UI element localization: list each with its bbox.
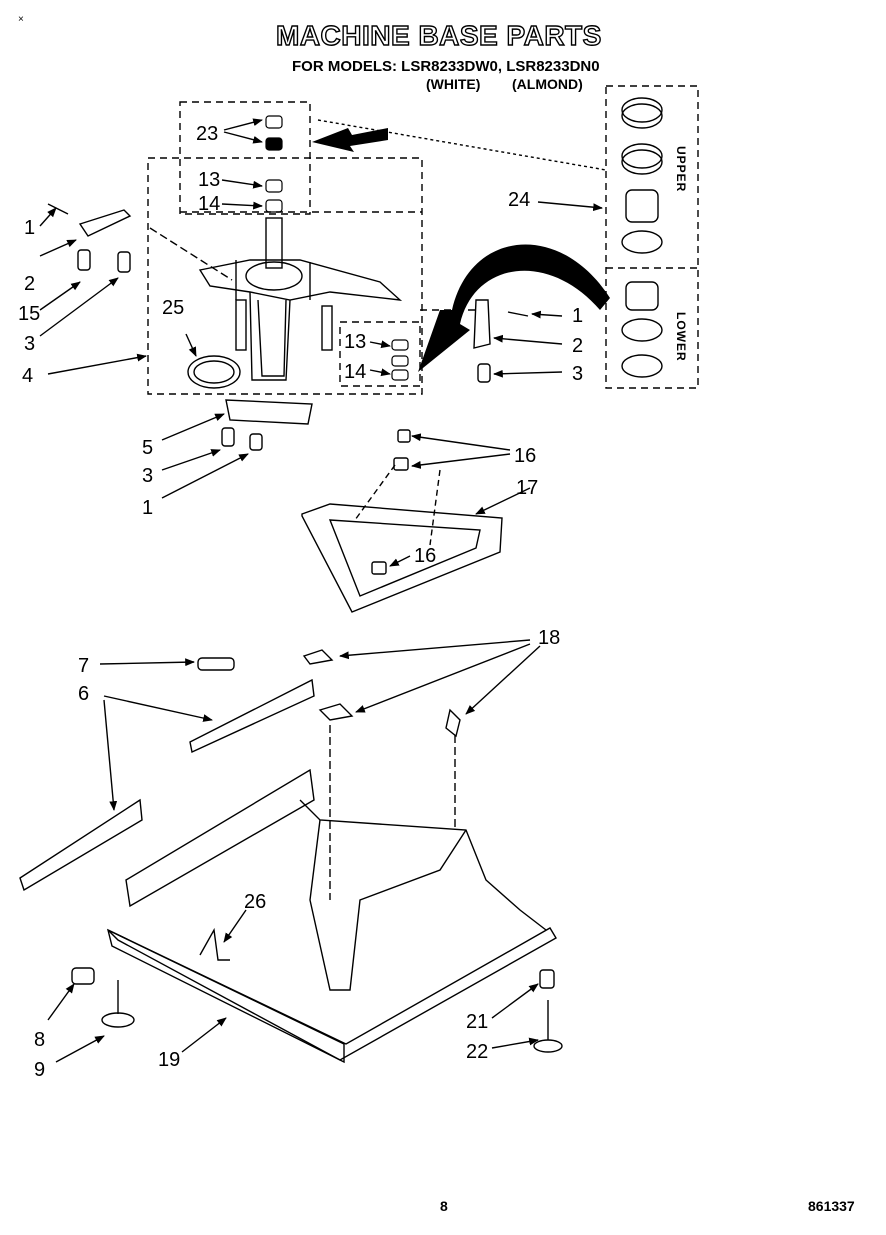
callout-8: 8 xyxy=(34,1029,46,1051)
callout-1-right: 1 xyxy=(572,305,584,327)
callout-16-bottom: 16 xyxy=(414,545,437,567)
callout-1-bracket: 1 xyxy=(142,497,154,519)
color-label-almond: (ALMOND) xyxy=(512,76,583,92)
callout-9: 9 xyxy=(34,1059,46,1081)
pointer-arrow-top xyxy=(312,128,388,152)
callout-4: 4 xyxy=(22,365,34,387)
bearing-rings-panel xyxy=(621,97,663,378)
bearing-stack xyxy=(265,115,409,381)
callout-3-left: 3 xyxy=(24,333,36,355)
right-bracket-parts xyxy=(473,299,529,383)
models-line: FOR MODELS: LSR8233DW0, LSR8233DN0 xyxy=(292,58,600,75)
callout-21: 21 xyxy=(466,1011,489,1033)
dashed-group-boxes xyxy=(147,85,699,900)
curved-pointer-arrow xyxy=(418,244,610,372)
callout-16-top: 16 xyxy=(514,445,537,467)
panel-label-lower: LOWER xyxy=(674,312,688,362)
callout-17: 17 xyxy=(516,477,539,499)
callout-5: 5 xyxy=(142,437,154,459)
callout-24: 24 xyxy=(508,189,531,211)
callout-1-left: 1 xyxy=(24,217,36,239)
callout-2-left: 2 xyxy=(24,273,36,295)
machine-base-19 xyxy=(71,768,563,1064)
callout-3-right: 3 xyxy=(572,363,584,385)
document-number: 861337 xyxy=(808,1198,855,1214)
callout-19: 19 xyxy=(158,1049,181,1071)
callout-18: 18 xyxy=(538,627,561,649)
page-title: MACHINE BASE PARTS xyxy=(275,19,602,51)
callout-13-upper: 13 xyxy=(198,169,221,191)
center-post-assembly xyxy=(198,217,403,381)
page-number: 8 xyxy=(440,1198,448,1214)
corner-mark: × xyxy=(18,14,24,25)
callout-7: 7 xyxy=(78,655,90,677)
ring-part-25 xyxy=(187,355,241,389)
panel-label-upper: UPPER xyxy=(674,146,688,193)
left-bracket-parts xyxy=(47,203,132,273)
bracket-part-5 xyxy=(221,399,313,451)
upper-triangle-frame-17 xyxy=(301,429,503,613)
leader-lines xyxy=(39,118,603,1063)
callout-3-bracket: 3 xyxy=(142,465,154,487)
callout-26: 26 xyxy=(244,891,267,913)
callout-6: 6 xyxy=(78,683,90,705)
callout-2-right: 2 xyxy=(572,335,584,357)
callout-25: 25 xyxy=(162,297,185,319)
callout-22: 22 xyxy=(466,1041,489,1063)
clips-and-rails xyxy=(19,649,461,892)
callout-15: 15 xyxy=(18,303,41,325)
color-label-white: (WHITE) xyxy=(426,76,481,92)
callout-14-lower: 14 xyxy=(344,361,367,383)
callout-14-upper: 14 xyxy=(198,193,221,215)
callout-13-lower: 13 xyxy=(344,331,367,353)
callout-23: 23 xyxy=(196,123,219,145)
